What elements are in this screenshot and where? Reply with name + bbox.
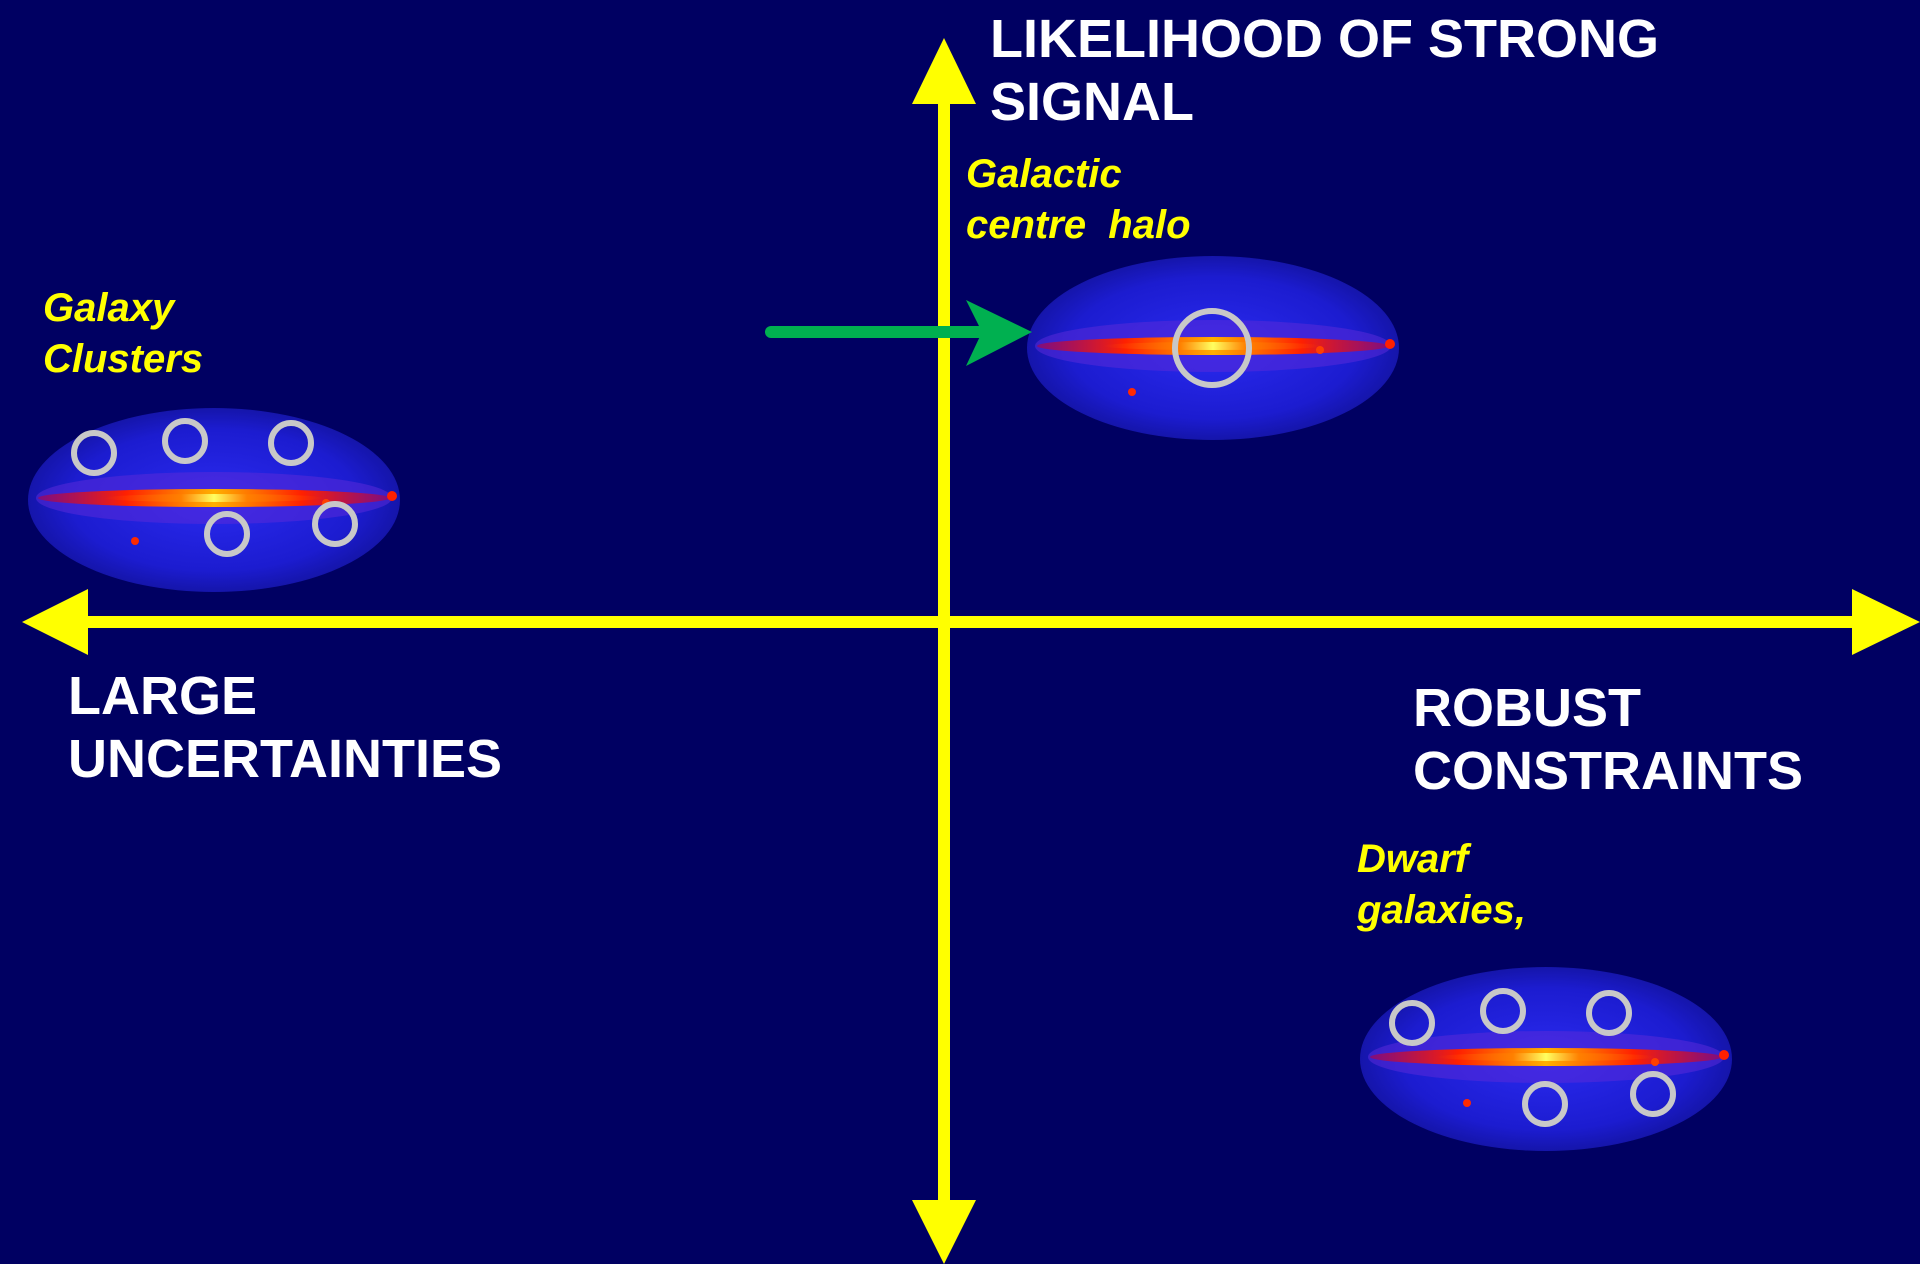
target-circle bbox=[162, 418, 208, 464]
axis-label-top: LIKELIHOOD OF STRONG SIGNAL bbox=[990, 8, 1659, 134]
pointer-arrow bbox=[765, 300, 1032, 366]
sky-map-dwarf-galaxies bbox=[1360, 967, 1732, 1151]
target-circle bbox=[204, 511, 250, 557]
axis-label-line: CONSTRAINTS bbox=[1413, 741, 1803, 801]
axis-label-line: UNCERTAINTIES bbox=[68, 729, 503, 789]
target-circle bbox=[312, 501, 358, 547]
sky-map-galactic-centre bbox=[1027, 256, 1399, 440]
axes bbox=[22, 38, 1920, 1264]
target-circle bbox=[1480, 988, 1526, 1034]
axis-label-line: LARGE bbox=[68, 666, 257, 726]
region-label-galaxy-clusters: Galaxy Clusters bbox=[43, 283, 203, 385]
axis-label-right: ROBUST CONSTRAINTS bbox=[1413, 677, 1803, 803]
region-label-line: centre halo bbox=[966, 203, 1191, 247]
region-label-line: galaxies, bbox=[1357, 888, 1527, 932]
target-circle bbox=[1630, 1071, 1676, 1117]
target-circle bbox=[1586, 990, 1632, 1036]
region-label-line: Galaxy bbox=[43, 286, 175, 330]
target-circle bbox=[1389, 1000, 1435, 1046]
arrowhead-right bbox=[1852, 589, 1920, 655]
arrowhead-up bbox=[912, 38, 976, 104]
sky-map-galaxy-clusters bbox=[28, 408, 400, 592]
axis-label-left: LARGE UNCERTAINTIES bbox=[68, 665, 502, 791]
region-label-line: Galactic bbox=[966, 152, 1122, 196]
target-circle bbox=[268, 420, 314, 466]
region-label-galactic-centre: Galactic centre halo bbox=[966, 149, 1191, 251]
axis-label-line: SIGNAL bbox=[990, 72, 1195, 132]
target-circle-large bbox=[1172, 308, 1252, 388]
target-circle bbox=[1522, 1081, 1568, 1127]
region-label-line: Clusters bbox=[43, 337, 204, 381]
region-label-line: Dwarf bbox=[1357, 837, 1469, 881]
region-label-dwarf-galaxies: Dwarf galaxies, bbox=[1357, 834, 1526, 936]
target-circle bbox=[71, 430, 117, 476]
arrowhead-down bbox=[912, 1200, 976, 1264]
axis-label-line: LIKELIHOOD OF STRONG bbox=[990, 9, 1659, 69]
arrowhead-left bbox=[22, 589, 88, 655]
axis-label-line: ROBUST bbox=[1413, 678, 1641, 738]
